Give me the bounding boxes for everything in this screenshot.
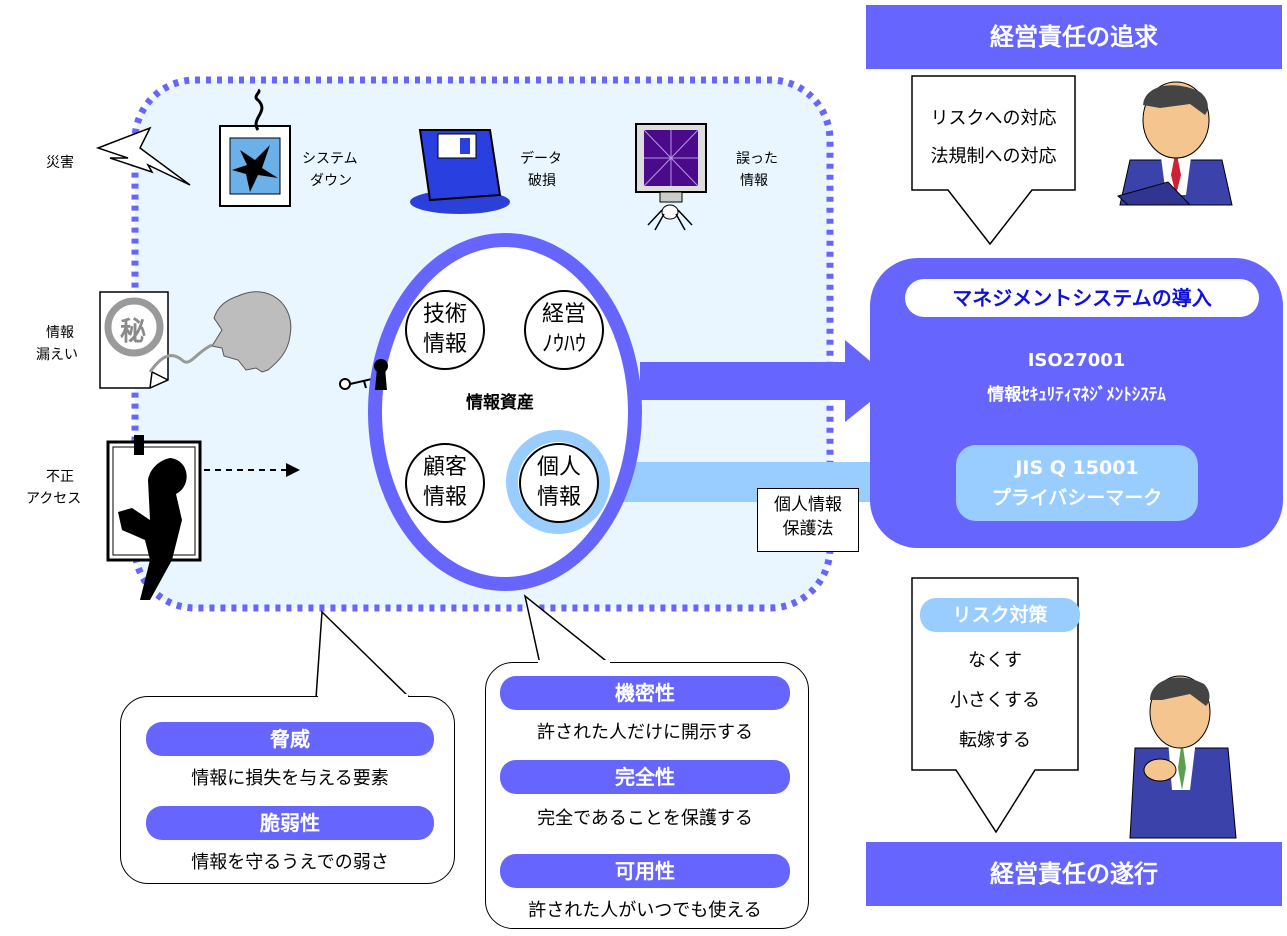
measure-eliminate: なくす [968,650,1022,671]
wrong-info-label-2: 情報 [740,173,768,189]
secret-document-icon [99,291,169,389]
vulnerability-pill: 脆弱性 [146,806,434,840]
measure-transfer: 転嫁する [959,730,1031,751]
measures-pill: リスク対策 [920,598,1080,632]
leak-wave [148,343,213,373]
data-damage-label-2: 破損 [528,173,556,189]
disaster-label: 災害 [46,155,74,171]
availability-desc: 許された人がいつでも使える [528,900,762,921]
access-label-2: アクセス [26,491,82,507]
leak-label-1: 情報 [46,325,74,341]
privacy-law-line1: 個人情報 [774,495,842,515]
regulation-response: 法規制への対応 [930,146,1057,167]
confidentiality-pill: 機密性 [500,676,790,710]
secret-stamp: 秘 [120,317,147,347]
vulnerability-desc: 情報を守るうえでの弱さ [191,852,389,873]
leak-label-2: 漏えい [36,347,78,363]
spider-monitor-icon [635,123,707,231]
threat-pill: 脅威 [146,722,434,756]
threat-desc: 情報に損失を与える要素 [191,768,389,789]
personal-info-circle: 個人 情報 [519,443,599,523]
intruder-icon [106,435,202,600]
measure-reduce: 小さくする [950,690,1040,711]
confident-businessman-icon [1129,675,1237,839]
asset-arrow [640,340,895,422]
confidentiality-desc: 許された人だけに開示する [537,722,753,743]
intro-pill: マネジメントシステムの導入 [905,279,1259,317]
access-label-1: 不正 [46,469,74,485]
mgmt-knowhow-line2: ﾉｳﾊｳ [541,332,586,357]
threat-callout-tail [315,610,412,699]
jis-name: プライバシーマーク [991,487,1163,509]
talking-head-icon [211,291,292,373]
system-down-label-1: システム [302,151,358,167]
integrity-pill: 完全性 [500,760,790,794]
keyhole-icon [374,359,388,390]
personal-info-line2: 情報 [536,485,581,510]
demand-arrow [911,75,1076,246]
privacy-law-note: 個人情報 保護法 [757,488,859,552]
bottom-header: 経営責任の遂行 [866,842,1282,906]
iso-code: ISO27001 [1027,350,1126,371]
jis-code: JIS Q 15001 [1015,457,1139,479]
broken-monitor-icon [219,88,291,207]
property-callout-tail-cover [538,660,610,664]
info-assets-title: 情報資産 [466,393,534,413]
threat-callout-tail-cover [318,694,408,698]
mgmt-knowhow-circle: 経営 ﾉｳﾊｳ [524,290,604,370]
system-down-label-2: ダウン [310,173,352,189]
data-damage-label-1: データ [520,151,562,167]
iso-name: 情報ｾｷｭﾘﾃｨﾏﾈｼﾞﾒﾝﾄｼｽﾃﾑ [987,385,1166,405]
top-header: 経営責任の追求 [866,5,1282,69]
customer-info-circle: 顧客 情報 [405,443,485,523]
tech-info-line2: 情報 [422,332,467,357]
lightning-icon [95,126,191,186]
tech-info-circle: 技術 情報 [405,290,485,370]
personal-info-arrow [600,444,958,520]
personal-info-line1: 個人 [536,455,581,480]
key-icon [339,378,373,390]
customer-info-line1: 顧客 [422,455,467,480]
mgmt-knowhow-line1: 経営 [541,302,586,327]
risk-response: リスクへの対応 [930,108,1057,129]
availability-pill: 可用性 [500,854,790,888]
worried-businessman-icon [1116,81,1233,206]
wrong-info-label-1: 誤った [736,151,778,167]
floppy-disk-icon [410,129,510,214]
tech-info-line1: 技術 [422,302,467,327]
customer-info-line2: 情報 [422,485,467,510]
personal-info-ring [506,430,610,534]
privacy-law-line2: 保護法 [782,519,834,539]
integrity-desc: 完全であることを保護する [537,808,753,829]
jis-box: JIS Q 15001 プライバシーマーク [956,445,1198,521]
